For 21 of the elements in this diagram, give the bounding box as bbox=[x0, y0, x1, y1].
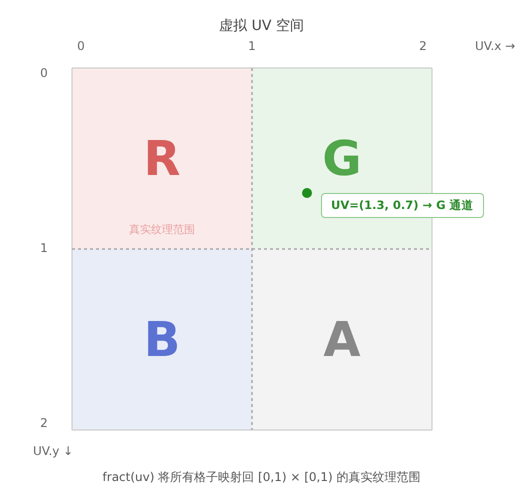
callout-box: UV=(1.3, 0.7) → G 通道 bbox=[321, 193, 484, 218]
axis-label: UV.y ↓ bbox=[33, 444, 74, 458]
axis-tick-label: 0 bbox=[40, 66, 48, 80]
quadrant-letter: B bbox=[142, 316, 182, 364]
axis-label: UV.x → bbox=[475, 39, 516, 53]
quadrant-letter: R bbox=[142, 135, 182, 183]
quadrant-region bbox=[252, 68, 432, 249]
axis-tick-label: 2 bbox=[40, 416, 48, 430]
axis-tick-label: 0 bbox=[77, 39, 85, 53]
region-note: 真实纹理范围 bbox=[128, 222, 196, 237]
quadrant-letter: A bbox=[322, 316, 362, 364]
point-dot bbox=[302, 188, 312, 198]
quadrant-region bbox=[252, 249, 432, 430]
quadrant-region bbox=[72, 249, 252, 430]
axis-tick-label: 1 bbox=[40, 241, 48, 255]
axis-tick-label: 2 bbox=[419, 39, 427, 53]
diagram-title: 虚拟 UV 空间 bbox=[218, 17, 305, 35]
caption: fract(uv) 将所有格子映射回 [0,1) × [0,1) 的真实纹理范围 bbox=[102, 469, 422, 486]
quadrant-letter: G bbox=[321, 135, 363, 183]
axis-tick-label: 1 bbox=[248, 39, 256, 53]
quadrant-region bbox=[72, 68, 252, 249]
